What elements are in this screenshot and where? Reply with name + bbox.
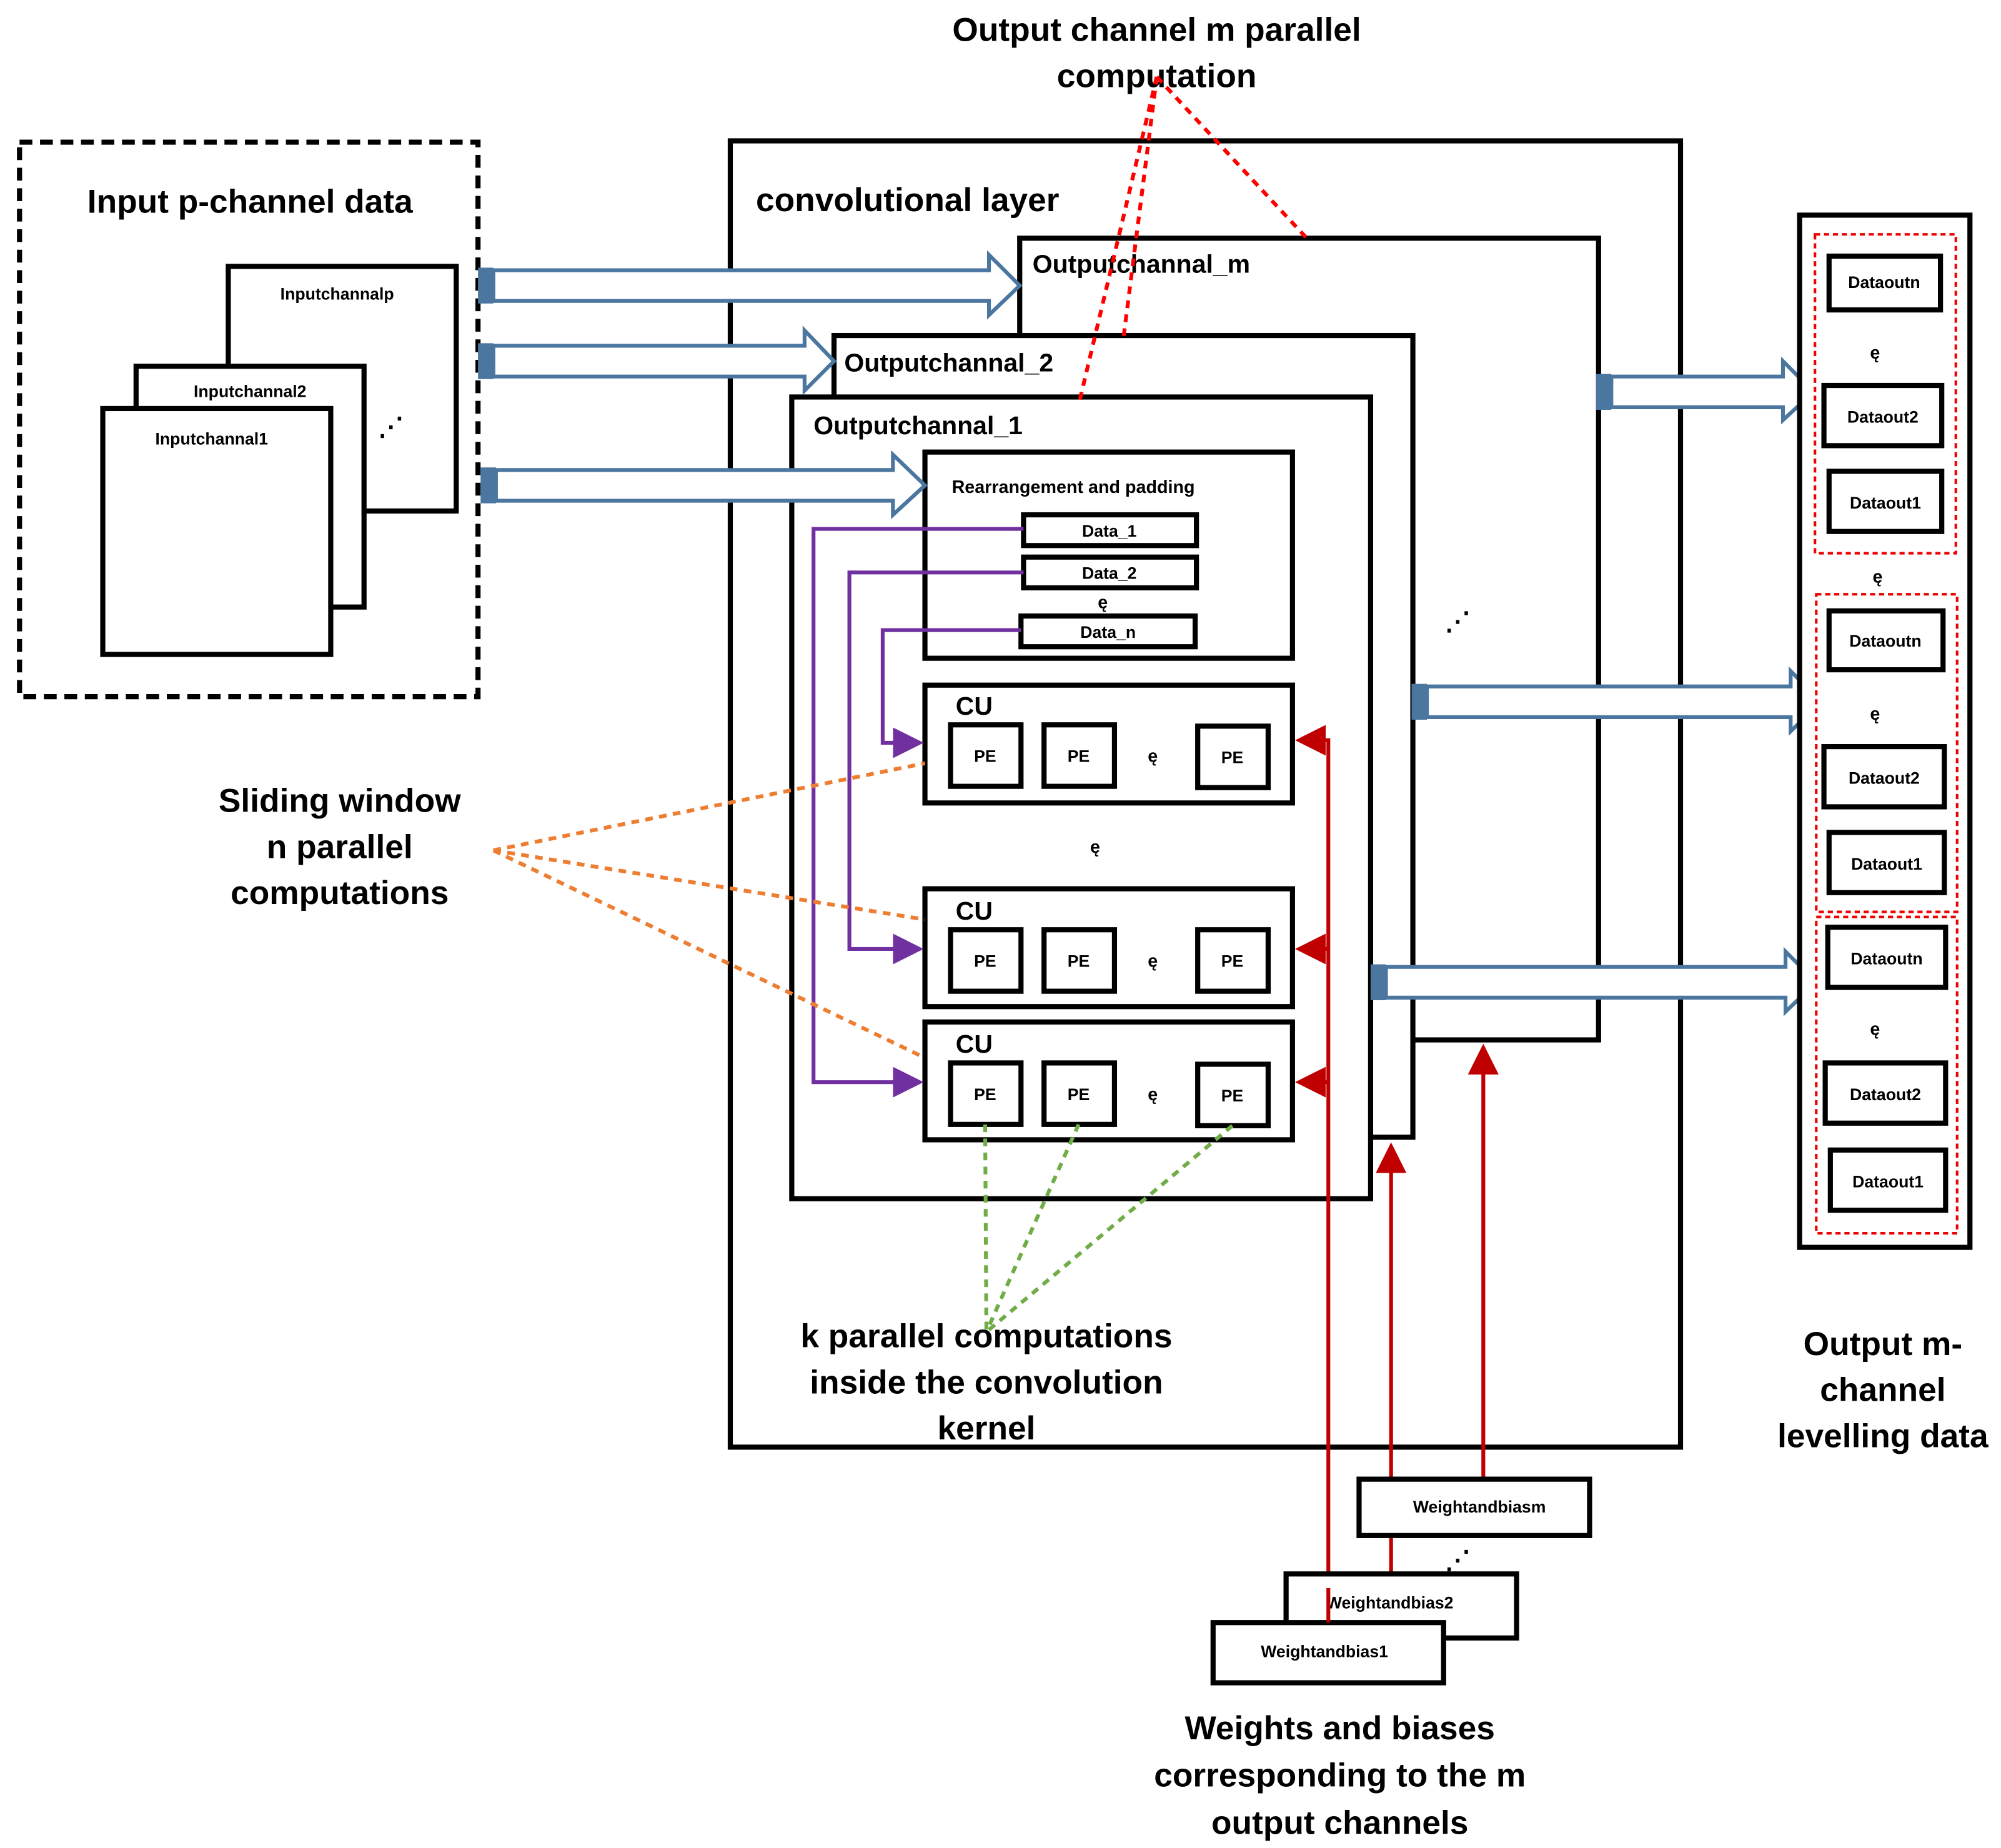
cu-1: CU PE PE ę PE [922,682,1295,806]
output-parallel-label-1: Output channel m parallel [952,12,1361,49]
k-parallel-label-2: inside the convolution [810,1364,1163,1401]
input-arrow-1 [480,450,928,520]
pe-label: PE [974,747,996,766]
weight-m-box [1356,1476,1592,1538]
output-channel-m-label: Outputchannal_m [1033,250,1250,279]
ellipsis-icon: ⋰ [1445,607,1471,636]
pe-label: PE [1221,952,1244,971]
input-channel-p-label: Inputchannalp [281,285,394,304]
output-channel-1-label: Outputchannal_1 [813,411,1023,440]
cu-label: CU [956,897,993,925]
output-data-label-3: levelling data [1777,1418,1989,1454]
sliding-label-1: Sliding window [219,783,461,820]
input-title: Input p-channel data [87,183,413,220]
sliding-label-2: n parallel [267,828,413,865]
ellipsis-icon: ę [1148,1085,1158,1105]
pe-label: PE [1068,1085,1090,1104]
input-arrow-2 [478,325,837,395]
data-1-connector [812,527,1024,1098]
k-parallel-connector [983,1123,1234,1334]
weights-label-1: Weights and biases [1184,1710,1494,1747]
output-channel-2-label: Outputchannal_2 [844,348,1053,377]
sliding-connector [492,761,926,1060]
output-data-label-1: Output m- [1804,1326,1963,1363]
dataout-label: Dataoutn [1850,950,1922,968]
dataout-label: Dataout2 [1850,1085,1921,1104]
ellipsis-icon: ę [1870,343,1880,363]
input-region [17,139,481,700]
pe-label: PE [1221,1086,1244,1105]
ellipsis-icon: ⋰ [1445,1546,1471,1574]
weight-m-label: Weightandbiasm [1413,1498,1546,1516]
ellipsis-icon: ę [1872,567,1882,587]
cu-2: CU PE PE ę PE [922,886,1295,1010]
pe-label: PE [1068,952,1090,971]
output-parallel-label-2: computation [1057,57,1257,94]
ellipsis-icon: ę [1148,747,1158,767]
input-channel-2-label: Inputchannal2 [194,382,306,400]
dataout-label: Dataoutn [1848,273,1920,292]
data-1-label: Data_1 [1082,522,1137,540]
conv-layer-label: convolutional layer [756,182,1060,219]
dataout-label: Dataout2 [1849,769,1920,788]
sliding-label-3: computations [231,875,449,912]
data-n-connector [880,628,1021,758]
cu-label: CU [956,692,993,720]
ellipsis-icon: ę [1148,951,1158,971]
data-n-label: Data_n [1080,623,1136,642]
parallel-m-connector [1078,75,1311,400]
data-2-label: Data_2 [1082,564,1136,583]
output-data-label-2: channel [1820,1372,1945,1409]
ellipsis-icon: ⋰ [378,412,404,441]
input-channel-1 [100,405,334,657]
dataout-label: Dataout2 [1847,407,1919,426]
input-arrow-p [478,250,1023,320]
dataout-label: Dataout1 [1850,494,1921,512]
ellipsis-icon: ę [1098,593,1108,613]
pe-label: PE [1221,748,1244,767]
cu-3: CU PE PE ę PE [922,1019,1295,1143]
ellipsis-icon: ę [1870,1019,1880,1039]
dataout-group-2: Dataoutn ę Dataout2 Dataout1 [1815,593,1959,913]
k-parallel-label-3: kernel [937,1410,1035,1447]
dataout-label: Dataout1 [1851,855,1922,873]
dataout-label: Dataoutn [1849,632,1921,650]
ellipsis-icon: ę [1090,837,1100,857]
dataout-group-3: Dataoutn ę Dataout2 Dataout1 [1815,915,1959,1235]
weights-label-2: corresponding to the m [1154,1757,1526,1794]
weight-1-connector [1294,725,1331,1621]
data-2-connector [847,570,1024,965]
ellipsis-icon: ę [1870,704,1880,724]
weight-2-label: Weightandbias2 [1326,1594,1454,1612]
dataout-group-1: Dataoutn ę Dataout2 Dataout1 [1814,233,1957,555]
cu-label: CU [956,1030,993,1058]
rearrangement-title: Rearrangement and padding [952,477,1195,497]
pe-label: PE [974,952,996,971]
dataout-label: Dataout1 [1852,1172,1924,1191]
weights-label-3: output channels [1211,1804,1468,1841]
pe-label: PE [1068,747,1090,766]
pe-label: PE [974,1085,996,1104]
input-channel-1-label: Inputchannal1 [156,429,269,448]
weight-1-label: Weightandbias1 [1261,1642,1388,1661]
k-parallel-label-1: k parallel computations [800,1318,1172,1354]
